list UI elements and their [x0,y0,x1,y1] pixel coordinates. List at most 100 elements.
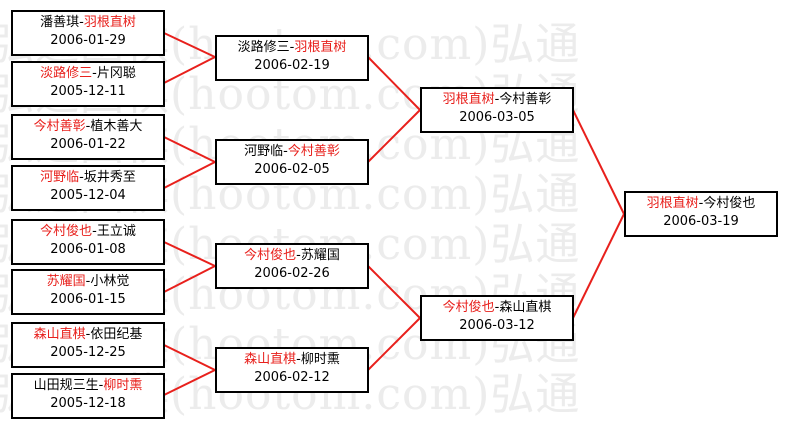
match-box-r2m2: 河野临-今村善彰 2006-02-05 [215,139,369,185]
player-1-name: 羽根直树 [442,92,495,107]
matchup-names: 淡路修三-片冈聪 [13,65,163,83]
player-2-name: 柳时熏 [103,378,143,393]
player-2-name: 羽根直树 [294,40,347,55]
player-2-name: 今村善彰 [287,144,340,159]
matchup-names: 今村俊也-王立诚 [13,223,163,241]
player-2-name: 森山直棋 [499,300,552,315]
match-box-r1m6: 苏耀国-小林觉 2006-01-15 [11,269,165,315]
matchup-names: 森山直棋-柳时熏 [217,351,367,369]
player-1-name: 羽根直树 [646,196,699,211]
match-date: 2006-02-12 [254,370,330,385]
matchup-names: 潘善琪-羽根直树 [13,14,163,32]
match-date: 2006-02-05 [254,162,330,177]
separator: - [698,196,704,211]
separator: - [296,352,301,367]
separator: - [85,327,91,342]
match-date: 2005-12-25 [50,345,126,360]
separator: - [98,378,104,393]
matchup-names: 羽根直树-今村善彰 [422,91,572,109]
separator: - [494,300,500,315]
connector-line [163,265,216,293]
match-box-r2m1: 淡路修三-羽根直树 2006-02-19 [215,35,369,81]
connector-line [367,317,421,371]
matchup-names: 苏耀国-小林觉 [13,273,163,291]
player-1-name: 潘善琪 [40,15,80,30]
match-date: 2006-01-22 [50,137,126,152]
connector-line [163,32,216,58]
connector-line [572,109,625,215]
match-date: 2005-12-11 [50,84,126,99]
connector-line [367,109,421,163]
player-2-name: 片冈聪 [96,66,136,81]
matchup-names: 淡路修三-羽根直树 [217,39,367,57]
match-date: 2006-01-08 [50,242,126,257]
match-box-r3m2: 今村俊也-森山直棋 2006-03-12 [420,295,574,341]
match-box-r3m1: 羽根直树-今村善彰 2006-03-05 [420,87,574,133]
separator: - [296,248,301,263]
matchup-names: 今村俊也-森山直棋 [422,299,572,317]
separator: - [79,170,84,185]
match-date: 2006-03-19 [663,214,739,229]
connector-line [163,344,216,371]
match-box-r1m3: 今村善彰-植木善大 2006-01-22 [11,114,165,160]
match-box-r1m1: 潘善琪-羽根直树 2006-01-29 [11,10,165,56]
separator: - [79,15,84,30]
match-date: 2006-03-05 [459,110,535,125]
connector-line [163,161,216,189]
match-date: 2006-01-15 [50,292,126,307]
match-box-r1m5: 今村俊也-王立诚 2006-01-08 [11,219,165,265]
connector-line [163,56,216,84]
player-2-name: 王立诚 [96,224,136,239]
matchup-names: 羽根直树-今村俊也 [626,195,776,213]
player-2-name: 今村善彰 [499,92,552,107]
connector-line [163,241,216,267]
separator: - [494,92,500,107]
match-box-r1m8: 山田规三生-柳时熏 2005-12-18 [11,373,165,419]
connector-line [572,213,625,319]
matchup-names: 河野临-坂井秀至 [13,169,163,187]
match-box-r1m4: 河野临-坂井秀至 2005-12-04 [11,165,165,211]
match-date: 2005-12-04 [50,188,126,203]
player-1-name: 今村俊也 [244,248,297,263]
player-1-name: 苏耀国 [46,274,86,289]
match-date: 2006-01-29 [50,33,126,48]
separator: - [92,224,97,239]
player-2-name: 羽根直树 [83,15,136,30]
match-date: 2005-12-18 [50,396,126,411]
player-1-name: 河野临 [40,170,80,185]
player-2-name: 植木善大 [90,119,143,134]
player-1-name: 今村善彰 [33,119,86,134]
player-2-name: 柳时熏 [300,352,340,367]
separator: - [85,274,91,289]
player-1-name: 山田规三生 [33,378,99,393]
player-1-name: 淡路修三 [237,40,290,55]
player-2-name: 依田纪基 [90,327,143,342]
matchup-names: 今村善彰-植木善大 [13,118,163,136]
match-date: 2006-02-26 [254,266,330,281]
player-1-name: 今村俊也 [40,224,93,239]
connector-line [367,265,421,319]
connector-line [367,56,421,111]
matchup-names: 河野临-今村善彰 [217,143,367,161]
connector-line [163,369,216,396]
connector-line [163,136,216,163]
player-2-name: 今村俊也 [703,196,756,211]
match-box-r1m2: 淡路修三-片冈聪 2005-12-11 [11,61,165,107]
separator: - [289,40,295,55]
match-box-r2m3: 今村俊也-苏耀国 2006-02-26 [215,243,369,289]
separator: - [283,144,288,159]
player-2-name: 小林觉 [90,274,130,289]
player-1-name: 河野临 [244,144,284,159]
player-1-name: 森山直棋 [33,327,86,342]
player-1-name: 森山直棋 [244,352,297,367]
player-1-name: 淡路修三 [40,66,93,81]
match-box-final: 羽根直树-今村俊也 2006-03-19 [624,191,778,237]
player-1-name: 今村俊也 [442,300,495,315]
match-date: 2006-03-12 [459,318,535,333]
matchup-names: 山田规三生-柳时熏 [13,377,163,395]
match-box-r1m7: 森山直棋-依田纪基 2005-12-25 [11,322,165,368]
matchup-names: 森山直棋-依田纪基 [13,326,163,344]
player-2-name: 苏耀国 [300,248,340,263]
player-2-name: 坂井秀至 [83,170,136,185]
